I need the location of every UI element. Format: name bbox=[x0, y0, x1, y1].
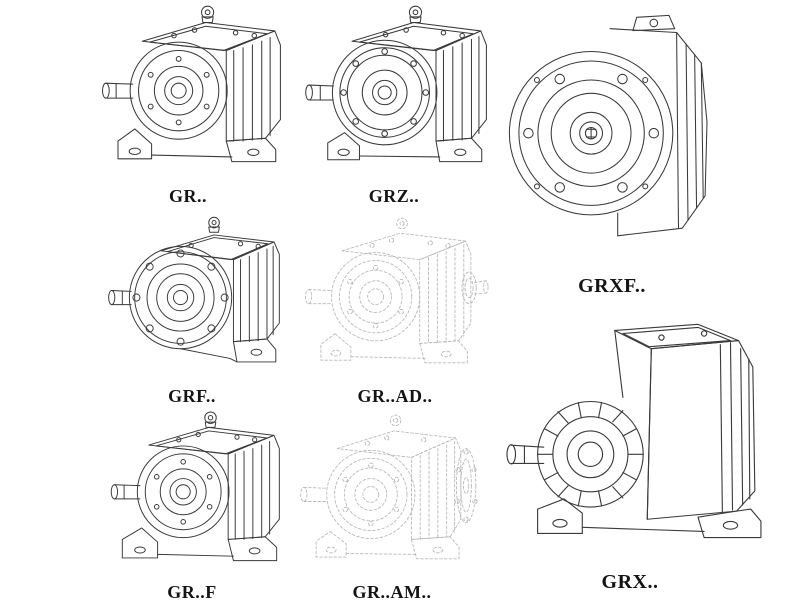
gearbox-drawing-gram bbox=[300, 414, 478, 560]
figure-grf2: GR..F bbox=[92, 408, 292, 606]
output-shaft bbox=[101, 82, 134, 99]
output-shaft bbox=[305, 84, 334, 101]
lifting-eye bbox=[396, 217, 408, 230]
output-shaft bbox=[110, 484, 141, 500]
lifting-eye bbox=[204, 411, 217, 428]
ribbed-body bbox=[614, 329, 756, 520]
figure-label-grad: GR..AD.. bbox=[357, 386, 433, 406]
bearing-hub bbox=[537, 400, 644, 508]
figure-grz: GRZ.. bbox=[296, 2, 492, 210]
mounting-feet bbox=[315, 531, 460, 560]
ribbed-body bbox=[225, 30, 281, 142]
gear-face bbox=[326, 449, 416, 539]
mounting-flange bbox=[128, 245, 233, 350]
top-face bbox=[148, 426, 275, 455]
input-shaft bbox=[585, 126, 597, 140]
figure-label-gram: GR..AM.. bbox=[352, 582, 432, 602]
lifting-eye bbox=[389, 414, 402, 427]
figure-gram: GR..AM.. bbox=[292, 408, 492, 606]
mounting-feet bbox=[121, 527, 278, 562]
gearbox-drawing-grf2 bbox=[110, 411, 280, 562]
mounting-feet bbox=[537, 498, 762, 539]
output-shaft bbox=[305, 289, 332, 305]
front-flange bbox=[508, 50, 674, 216]
gearbox-drawing-grxf bbox=[508, 14, 708, 237]
lifting-lug bbox=[632, 14, 676, 32]
figure-grad: GR..AD.. bbox=[292, 212, 498, 410]
input-adapter bbox=[461, 271, 489, 305]
figure-grxf: GRXF.. bbox=[498, 0, 726, 300]
mounting-feet bbox=[320, 333, 468, 364]
mounting-feet bbox=[117, 128, 277, 163]
ribbed-body bbox=[232, 241, 280, 343]
top-face bbox=[141, 22, 276, 52]
gear-face bbox=[331, 252, 421, 342]
ribbed-body bbox=[609, 28, 708, 237]
bearing-housing bbox=[129, 41, 228, 140]
ribbed-body bbox=[227, 434, 280, 540]
mounting-feet bbox=[180, 338, 277, 363]
figure-label-grf2: GR..F bbox=[167, 582, 217, 602]
gearbox-drawing-grad bbox=[305, 217, 489, 364]
gearbox-drawing-grf bbox=[108, 216, 280, 363]
lifting-eye bbox=[408, 5, 423, 24]
lifting-eye bbox=[208, 216, 220, 233]
flanged-bearing-housing bbox=[331, 39, 438, 146]
output-shaft bbox=[108, 290, 132, 306]
gearbox-drawing-gr bbox=[101, 5, 281, 163]
output-shaft bbox=[506, 444, 545, 465]
lifting-eye bbox=[201, 5, 215, 24]
motor-flange bbox=[454, 448, 478, 524]
figure-label-grx: GRX.. bbox=[601, 571, 659, 593]
output-shaft bbox=[300, 486, 328, 502]
figure-label-grxf: GRXF.. bbox=[578, 275, 646, 297]
gearbox-drawing-grx bbox=[506, 323, 762, 539]
top-face bbox=[351, 22, 482, 52]
ribbed-body bbox=[435, 30, 487, 142]
figure-grx: GRX.. bbox=[492, 300, 768, 596]
gearbox-drawing-grz bbox=[305, 5, 487, 163]
figure-label-grf: GRF.. bbox=[168, 386, 216, 406]
figure-gr: GR.. bbox=[88, 2, 288, 210]
bearing-housing bbox=[136, 445, 230, 539]
figure-label-gr: GR.. bbox=[169, 186, 207, 206]
figure-grf: GRF.. bbox=[92, 212, 292, 410]
figure-label-grz: GRZ.. bbox=[368, 186, 420, 206]
ribbed-body bbox=[410, 437, 462, 540]
mounting-feet bbox=[327, 132, 483, 163]
